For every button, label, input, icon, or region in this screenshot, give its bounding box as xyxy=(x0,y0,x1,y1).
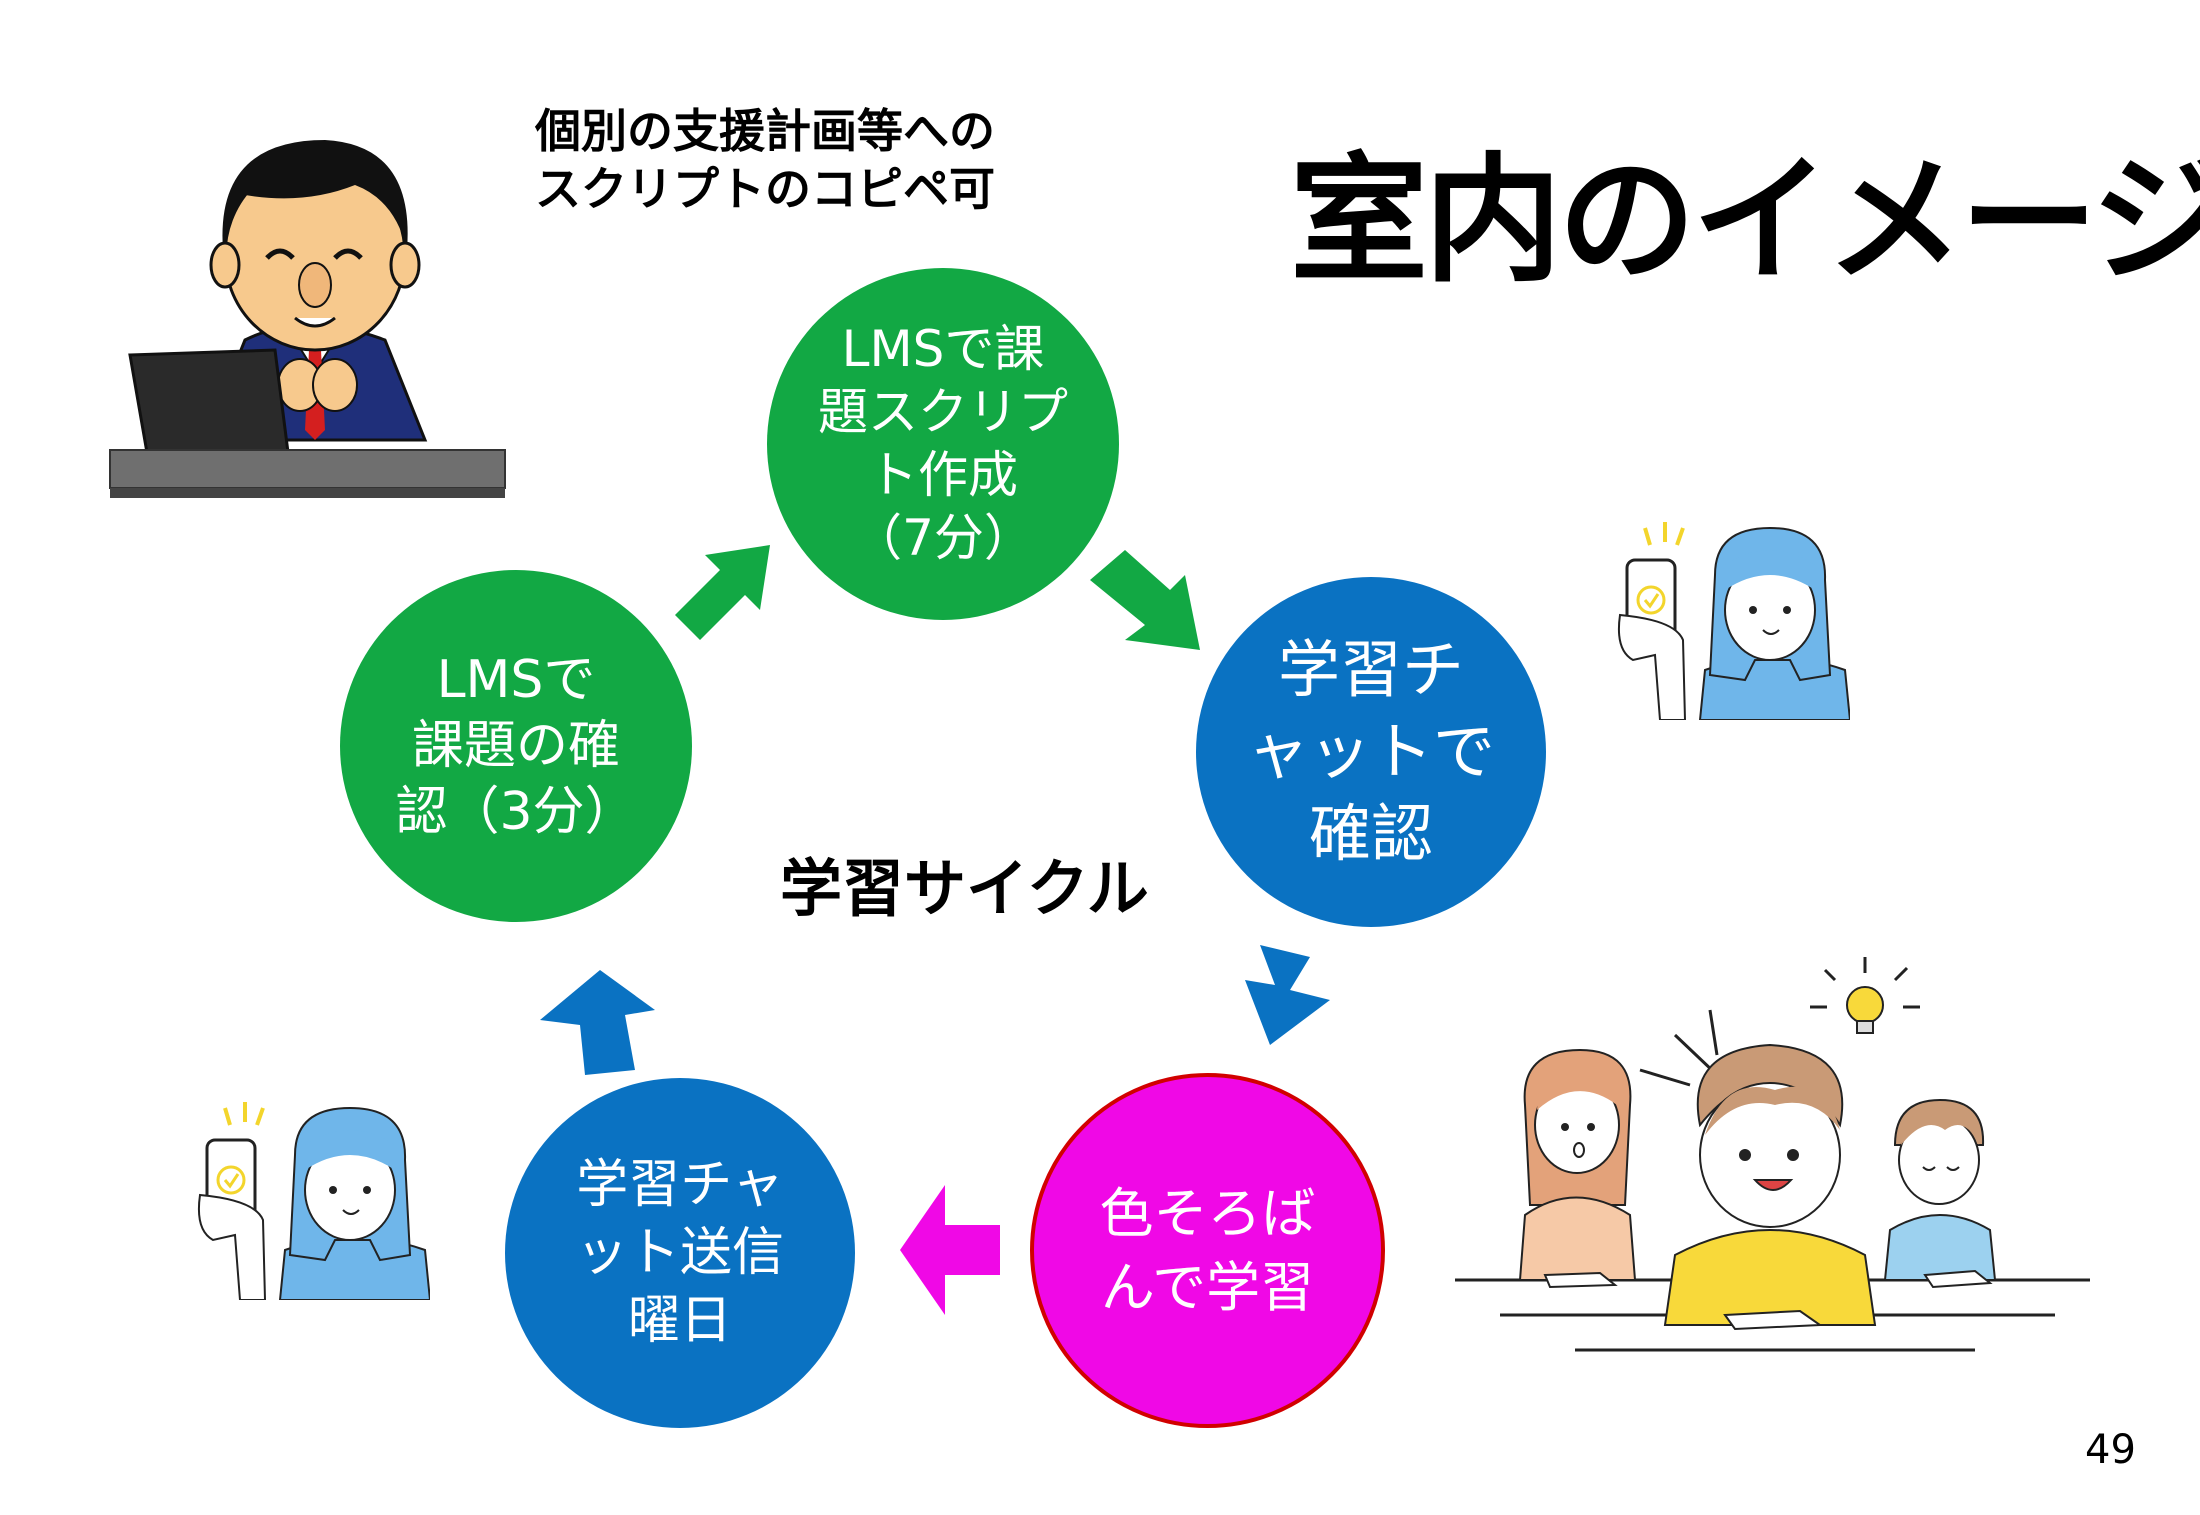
student-with-phone-illustration-2 xyxy=(197,1102,430,1300)
cycle-step-chat-send-day: 学習チャ ット送信 曜日 xyxy=(505,1078,855,1428)
teacher-note-line-1: 個別の支援計画等への xyxy=(535,104,995,158)
arrow-create-to-chat xyxy=(1090,550,1200,650)
cycle-step-create-script-label: LMSで課 題スクリプ ト作成 （7分） xyxy=(818,320,1068,567)
arrow-chat-to-soroban xyxy=(1245,945,1330,1045)
cycle-step-soroban-study: 色そろば んで学習 xyxy=(1030,1073,1385,1428)
teacher-note: 個別の支援計画等への スクリプトのコピペ可 xyxy=(495,102,1035,218)
arrow-send-to-confirm xyxy=(540,970,655,1075)
cycle-step-create-script: LMSで課 題スクリプ ト作成 （7分） xyxy=(767,268,1119,620)
cycle-step-soroban-study-label: 色そろば んで学習 xyxy=(1099,1181,1316,1319)
cycle-label: 学習サイクル xyxy=(780,852,1149,925)
cycle-step-chat-confirm-label: 学習チ ャットで 確認 xyxy=(1246,633,1495,870)
slide-title: 室内のイメージ xyxy=(1290,140,2200,301)
teacher-note-line-2: スクリプトのコピペ可 xyxy=(535,162,995,216)
students-studying-illustration xyxy=(1455,957,2090,1352)
cycle-step-confirm-task: LMSで 課題の確 認（3分） xyxy=(340,570,692,922)
cycle-step-chat-send-day-label: 学習チャ ット送信 曜日 xyxy=(575,1155,784,1351)
arrow-soroban-to-send xyxy=(900,1185,1000,1315)
cycle-step-chat-confirm: 学習チ ャットで 確認 xyxy=(1196,577,1546,927)
arrow-confirm-to-create xyxy=(675,545,770,640)
student-with-phone-illustration xyxy=(1617,522,1850,720)
teacher-illustration xyxy=(109,140,506,498)
cycle-step-confirm-task-label: LMSで 課題の確 認（3分） xyxy=(395,650,637,842)
page-number: 49 xyxy=(2085,1427,2136,1473)
